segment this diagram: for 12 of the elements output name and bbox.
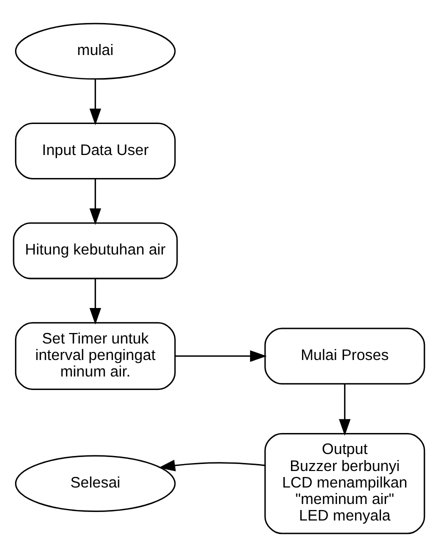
node-ellipse: mulai — [14, 22, 176, 80]
node-box: Set Timer untuk interval pengingat minum air. — [14, 322, 176, 390]
node-box: Hitung kebutuhan air — [12, 222, 178, 279]
node-box: Mulai Proses — [264, 327, 426, 384]
arrow — [175, 350, 267, 362]
arrow — [90, 178, 102, 225]
node-box: Output Buzzer berbunyi LCD menampilkan "meminum air" LED menyala — [264, 432, 426, 534]
node-box: Input Data User — [14, 122, 176, 179]
arrow — [90, 78, 102, 125]
arrow — [338, 383, 351, 436]
arrow — [158, 459, 265, 471]
arrow — [90, 278, 102, 324]
